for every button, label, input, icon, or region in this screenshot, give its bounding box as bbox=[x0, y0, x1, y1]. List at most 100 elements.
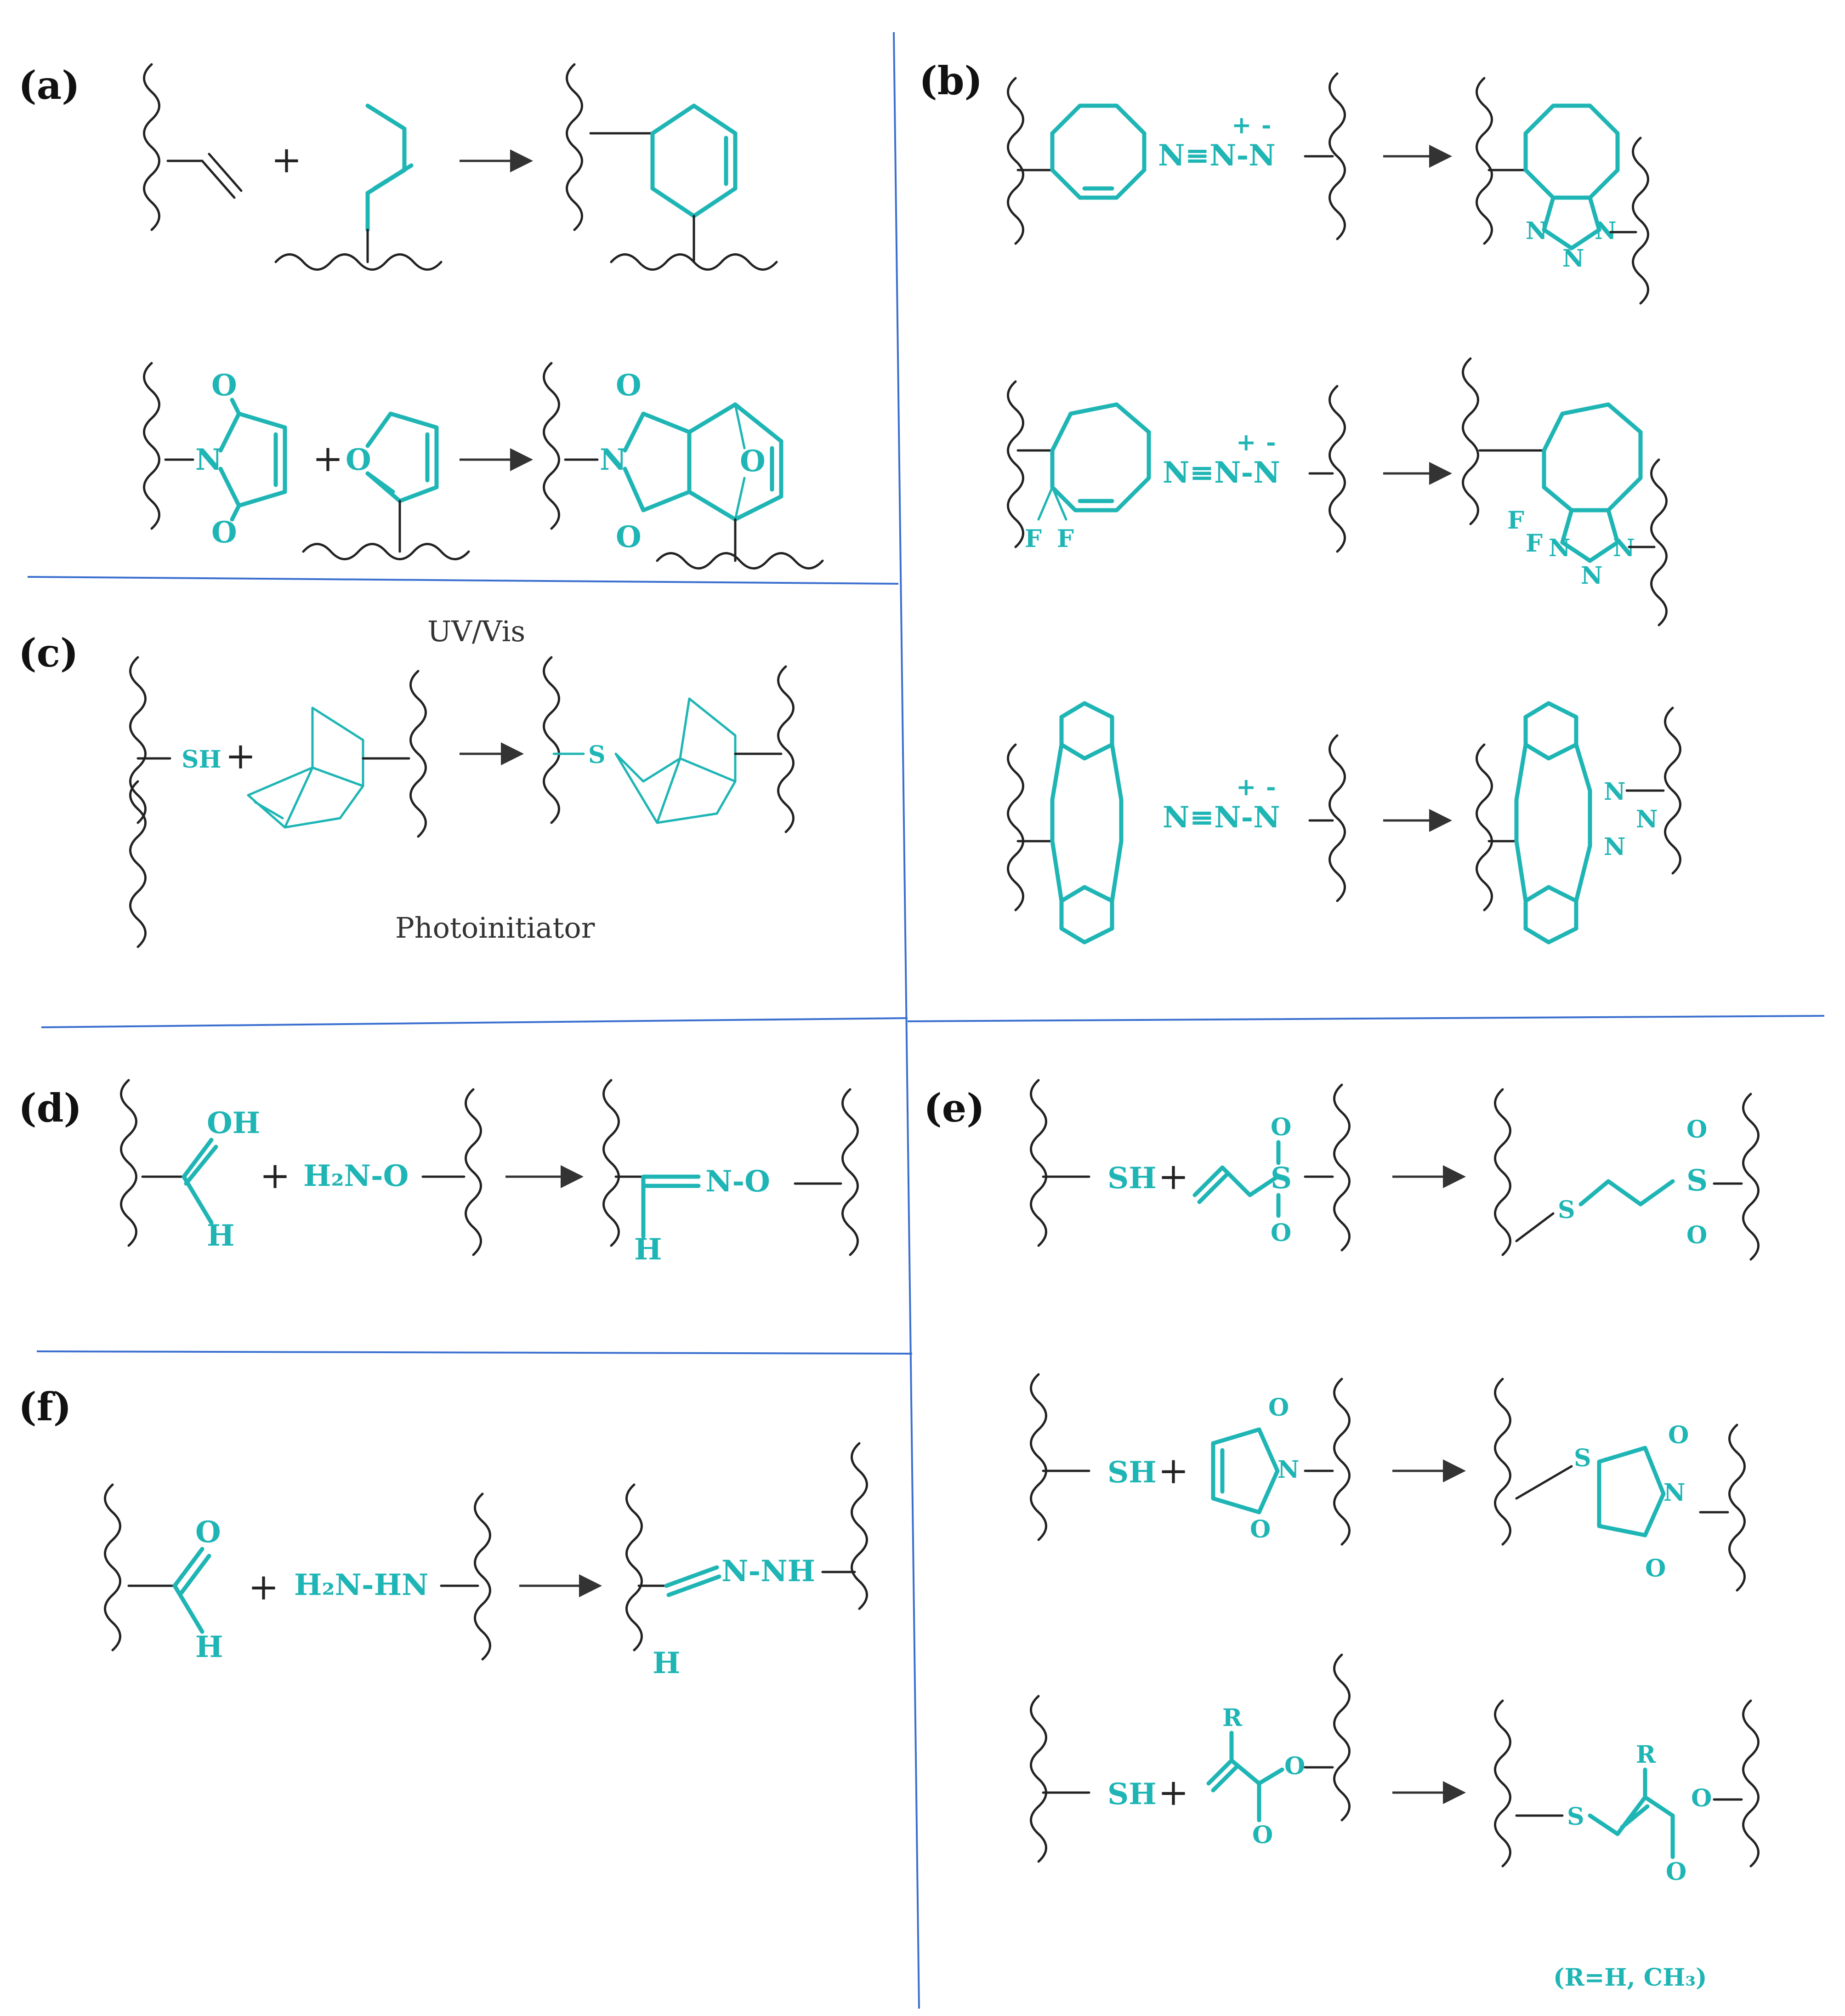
svg-text:+: + bbox=[1236, 428, 1256, 456]
polymer-chain bbox=[1743, 1701, 1759, 1866]
panel-d-reaction: OH H + H₂N-O N-O H bbox=[121, 1080, 858, 1267]
polymer-chain bbox=[627, 1485, 642, 1650]
oxime-group: N-O bbox=[705, 1164, 770, 1199]
divider-ab-c bbox=[27, 576, 899, 585]
polymer-chain bbox=[1633, 138, 1648, 303]
panel-b-reaction-3: N≡N-N + - N N N bbox=[1008, 701, 1680, 945]
difluorocyclooctyne-ring bbox=[1050, 402, 1151, 513]
svg-text:O: O bbox=[1686, 1116, 1707, 1144]
polymer-chain bbox=[1743, 1094, 1759, 1259]
polymer-chain bbox=[843, 1089, 858, 1255]
thioether-atom: S bbox=[588, 741, 606, 769]
svg-text:H: H bbox=[207, 1219, 234, 1253]
polymer-chain bbox=[1495, 1379, 1510, 1544]
aminooxy-group: H₂N-O bbox=[303, 1159, 409, 1193]
polymer-chain bbox=[411, 671, 426, 837]
polymer-chain bbox=[144, 64, 159, 230]
svg-text:F: F bbox=[1057, 525, 1074, 553]
svg-text:N: N bbox=[1277, 1456, 1300, 1484]
svg-text:O: O bbox=[1252, 1821, 1273, 1849]
svg-text:O: O bbox=[1250, 1515, 1271, 1543]
svg-text:+: + bbox=[1158, 1155, 1189, 1198]
panel-f-reaction: O H + H₂N-HN N-NH H bbox=[105, 1443, 867, 1680]
polymer-chain bbox=[105, 1485, 120, 1650]
svg-text:+: + bbox=[1236, 773, 1256, 801]
svg-text:+: + bbox=[260, 1154, 290, 1197]
panel-label-a: (a) bbox=[18, 63, 80, 108]
polymer-chain bbox=[1334, 1379, 1350, 1544]
polymer-chain bbox=[604, 1080, 619, 1246]
azide-group: N≡N-N bbox=[1158, 138, 1276, 173]
panel-label-e: (e) bbox=[924, 1085, 985, 1131]
svg-text:N: N bbox=[1526, 217, 1548, 245]
svg-text:H: H bbox=[653, 1646, 680, 1680]
polymer-chain bbox=[544, 657, 559, 823]
polymer-chain bbox=[1334, 1085, 1350, 1250]
condition-uv-vis: UV/Vis bbox=[427, 615, 525, 648]
svg-text:O: O bbox=[1686, 1221, 1707, 1249]
svg-text:O: O bbox=[1271, 1219, 1291, 1247]
hydroxyl: OH bbox=[207, 1106, 260, 1140]
svg-text:O: O bbox=[616, 520, 641, 554]
svg-text:S: S bbox=[1574, 1444, 1591, 1472]
svg-text:R: R bbox=[1222, 1704, 1243, 1732]
polymer-chain bbox=[1477, 78, 1492, 244]
svg-text:+: + bbox=[225, 735, 256, 777]
norbornane-product bbox=[614, 697, 737, 824]
svg-text:O: O bbox=[1668, 1421, 1689, 1449]
polymer-chain bbox=[1463, 359, 1478, 524]
svg-text:+: + bbox=[248, 1566, 279, 1608]
svg-text:R: R bbox=[1636, 1741, 1656, 1769]
svg-text:N: N bbox=[1604, 833, 1626, 861]
polymer-chain bbox=[544, 363, 559, 529]
polymer-chain bbox=[1652, 460, 1667, 625]
polymer-chain bbox=[121, 1080, 136, 1246]
panel-e-reaction-2: SH + N O O S N O O bbox=[1031, 1374, 1745, 1590]
condition-photoinitiator: Photoinitiator bbox=[395, 911, 595, 945]
r-group-note: (R=H, CH₃) bbox=[1553, 1964, 1707, 1992]
panel-e-reaction-3: SH + R O O S R O O (R=H, CH₃) bbox=[1031, 1655, 1759, 1992]
svg-text:+: + bbox=[1232, 111, 1252, 139]
plus-sign: + bbox=[271, 138, 302, 181]
polymer-chain bbox=[778, 666, 794, 832]
svg-text:S: S bbox=[1567, 1803, 1584, 1831]
svg-text:+: + bbox=[1158, 1449, 1189, 1492]
polymer-chain bbox=[466, 1089, 481, 1255]
polymer-chain bbox=[567, 64, 582, 230]
maleimide-ring bbox=[1211, 1427, 1280, 1515]
panel-label-d: (d) bbox=[18, 1085, 82, 1131]
divider-d-f bbox=[36, 1350, 913, 1355]
thiol-group: SH bbox=[182, 746, 221, 774]
maleimide-ring bbox=[218, 411, 287, 508]
divider-b-e bbox=[907, 1015, 1825, 1022]
svg-text:N: N bbox=[1562, 245, 1584, 273]
furan-ring bbox=[365, 411, 439, 503]
svg-text:-: - bbox=[1266, 428, 1276, 456]
svg-text:+: + bbox=[1158, 1771, 1189, 1814]
svg-text:+: + bbox=[312, 437, 343, 480]
polymer-chain bbox=[131, 657, 146, 823]
panel-e-reaction-1: SH + S O O S S O O bbox=[1031, 1080, 1759, 1259]
aldehyde-oxygen: O bbox=[195, 1515, 221, 1549]
panel-b-reaction-1: N≡N-N + - N N N bbox=[1008, 74, 1648, 303]
polymer-chain bbox=[144, 363, 159, 529]
polymer-chain bbox=[1730, 1425, 1745, 1590]
svg-text:N: N bbox=[1636, 805, 1658, 833]
azide-group: N≡N-N bbox=[1163, 456, 1280, 490]
svg-text:H: H bbox=[634, 1232, 662, 1267]
polymer-chain bbox=[1008, 78, 1023, 244]
polymer-chain bbox=[1665, 708, 1680, 873]
panel-label-f: (f) bbox=[18, 1384, 72, 1429]
cyclooctyne-ring bbox=[1050, 103, 1147, 200]
svg-text:-: - bbox=[1266, 773, 1276, 801]
thiol-group: SH bbox=[1107, 1455, 1157, 1490]
benzene-ring bbox=[1523, 885, 1578, 945]
polymer-chain bbox=[1495, 1089, 1510, 1255]
svg-text:S: S bbox=[1558, 1196, 1575, 1224]
polymer-chain bbox=[1334, 1655, 1350, 1820]
benzene-ring bbox=[1059, 885, 1114, 945]
svg-text:N: N bbox=[600, 443, 627, 477]
polymer-chain bbox=[657, 553, 823, 569]
svg-text:N: N bbox=[1549, 534, 1571, 562]
polymer-chain bbox=[1031, 1696, 1046, 1862]
